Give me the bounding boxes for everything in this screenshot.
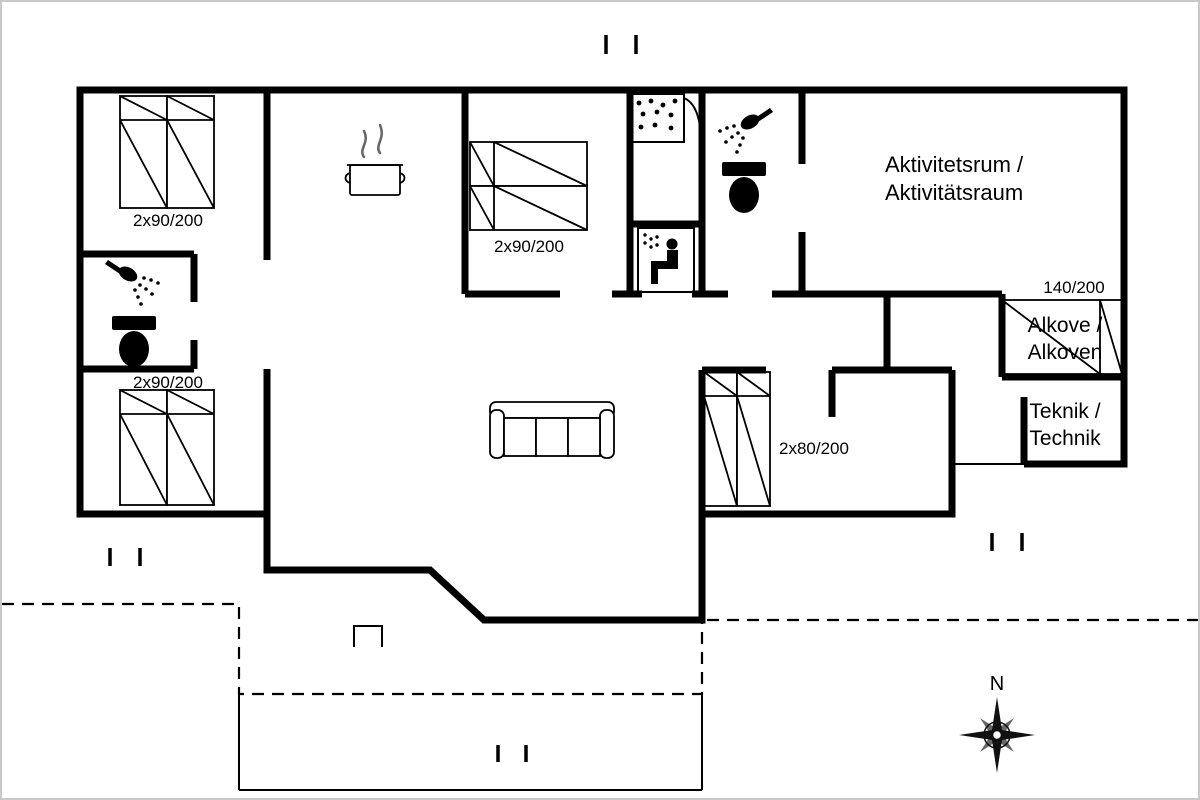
double-bed-icon-top-left bbox=[119, 95, 215, 209]
room-label-activity-line1: Aktivitetsrum / bbox=[885, 152, 1024, 177]
compass-ring bbox=[983, 721, 1011, 749]
compass-rose-icon bbox=[959, 697, 1035, 773]
shower-head bbox=[118, 266, 138, 282]
bed-size-label-top-left: 2x90/200 bbox=[133, 211, 203, 230]
terrace-outline bbox=[238, 694, 703, 791]
pot-handles bbox=[344, 172, 406, 184]
sofa-icon bbox=[489, 401, 615, 459]
bed-frame bbox=[166, 389, 215, 506]
whirlpool-bubbles bbox=[636, 98, 678, 131]
double-bed-icon-bottom-left bbox=[119, 389, 215, 506]
room-label-activity-line2: Aktivitätsraum bbox=[885, 180, 1023, 205]
pot-body bbox=[349, 164, 401, 196]
shower-icon-top-bath bbox=[718, 108, 773, 154]
sauna-icon bbox=[637, 227, 695, 293]
toilet-bowl bbox=[119, 331, 149, 367]
bed-pattern bbox=[469, 141, 588, 231]
bed-pattern bbox=[119, 389, 215, 506]
double-bed-icon-center bbox=[469, 141, 588, 231]
bed-frame bbox=[469, 141, 588, 187]
bed-frame bbox=[166, 95, 215, 209]
bed-frame bbox=[469, 185, 588, 231]
room-label-alkove-line1: Alkove / bbox=[1028, 314, 1103, 337]
entrance-step bbox=[353, 625, 383, 647]
room-label-teknik-line2: Technik bbox=[1029, 427, 1101, 450]
steam-lines bbox=[361, 123, 383, 159]
toilet-icon-top-bath bbox=[722, 162, 766, 213]
shower-curtain-arc bbox=[683, 97, 702, 145]
sauna-steam-dots bbox=[643, 233, 659, 249]
sofa-arm-right bbox=[599, 409, 615, 459]
toilet-tank bbox=[722, 162, 766, 176]
bed-pattern bbox=[119, 95, 215, 209]
bed-size-label-bottom-center: 2x80/200 bbox=[779, 439, 849, 458]
bed-frame bbox=[736, 371, 771, 507]
compass-hub bbox=[991, 729, 1003, 741]
bed-size-label-alkove: 140/200 bbox=[1043, 278, 1104, 297]
sofa-back bbox=[489, 401, 615, 419]
shower-spray bbox=[718, 124, 745, 154]
sauna-person bbox=[651, 238, 678, 284]
alkove-bed-icon bbox=[1001, 299, 1123, 375]
bed-frame bbox=[119, 389, 168, 506]
bed-size-label-center: 2x90/200 bbox=[494, 237, 564, 256]
bed-pattern bbox=[1001, 299, 1123, 375]
interior-walls bbox=[80, 90, 1124, 514]
sofa-cushion bbox=[535, 417, 569, 457]
sofa-arm-left bbox=[489, 409, 505, 459]
bed-pattern bbox=[703, 371, 771, 507]
sofa-cushion bbox=[503, 417, 537, 457]
stove-pot-icon bbox=[344, 123, 406, 196]
sofa-cushion bbox=[567, 417, 601, 457]
shower-icon-left-bath bbox=[105, 260, 160, 306]
vent-marks-icon bbox=[108, 35, 1024, 762]
shower-head bbox=[740, 114, 760, 130]
room-label-alkove-line2: Alkoven bbox=[1028, 341, 1103, 364]
bed-size-label-bottom-left: 2x90/200 bbox=[133, 373, 203, 392]
toilet-bowl bbox=[729, 177, 759, 213]
bed-frame bbox=[119, 95, 168, 209]
whirlpool-icon bbox=[629, 93, 685, 143]
double-bed-icon-bottom-center bbox=[703, 371, 771, 507]
toilet-icon-left-bath bbox=[112, 316, 156, 367]
room-label-teknik-line1: Teknik / bbox=[1029, 400, 1100, 423]
compass-north-label: N bbox=[990, 673, 1004, 695]
shower-spray bbox=[133, 276, 160, 306]
sauna-cabin bbox=[637, 227, 695, 293]
toilet-tank bbox=[112, 316, 156, 330]
